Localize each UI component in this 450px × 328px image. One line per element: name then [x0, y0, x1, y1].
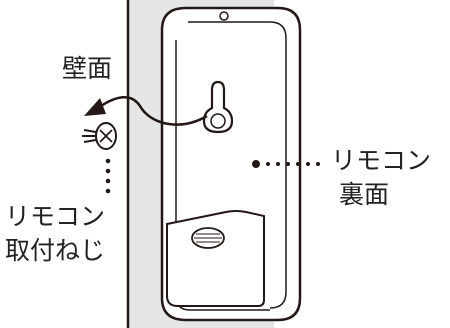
mounting-screw-label: リモコン 取付ねじ: [5, 200, 105, 268]
mounting-screw-label-line-1: リモコン: [5, 202, 106, 231]
wall-label: 壁面: [62, 54, 113, 83]
screw-leader-dots: [105, 158, 111, 194]
remote-leader-dots: [252, 160, 320, 168]
top-hole-icon: [219, 11, 229, 21]
screw-icon: [82, 122, 117, 150]
keyhole-slot-icon: [202, 80, 234, 134]
remote-back-label: リモコン 裏面: [331, 144, 431, 212]
remote-back-label-line-1: リモコン: [331, 146, 432, 175]
battery-cover: [166, 210, 265, 307]
remote-back-label-line-2: 裏面: [339, 180, 390, 209]
battery-cover-grip-icon: [191, 227, 225, 249]
curved-arrow-icon: [84, 96, 208, 126]
mounting-screw-label-line-2: 取付ねじ: [5, 236, 106, 265]
